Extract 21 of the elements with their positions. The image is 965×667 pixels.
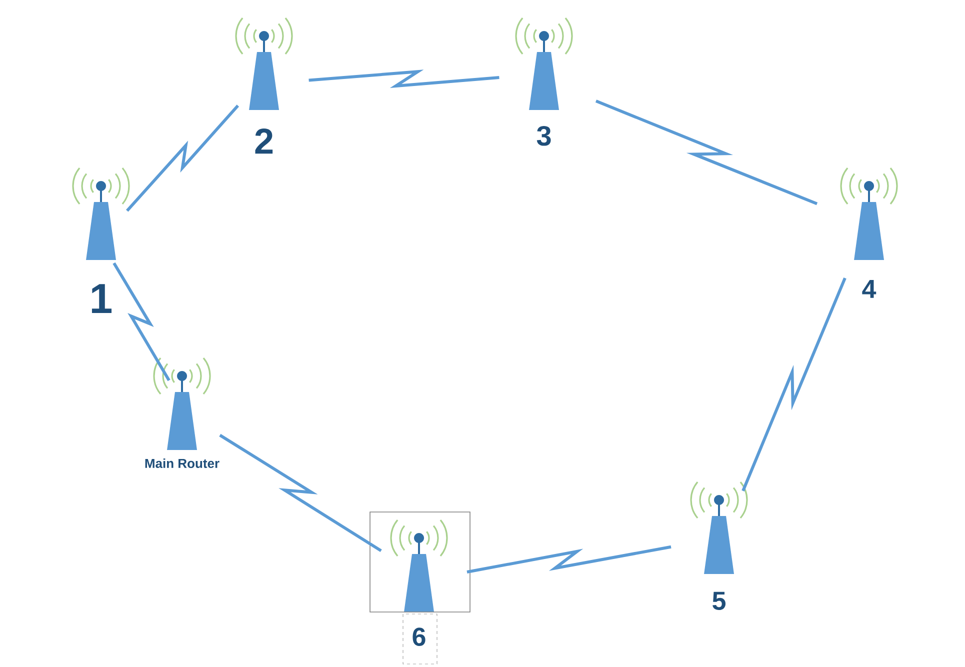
node-label: 5 xyxy=(712,592,726,610)
radio-tower: 3 xyxy=(529,31,559,146)
lightning-link xyxy=(595,100,818,206)
lightning-link xyxy=(308,70,500,88)
lightning-link xyxy=(742,277,846,492)
node-label: 1 xyxy=(92,284,112,313)
radio-tower: 1 xyxy=(86,181,116,313)
lightning-link xyxy=(126,104,240,212)
node-label: 3 xyxy=(536,126,551,146)
lightning-link xyxy=(112,262,170,382)
node-label: 4 xyxy=(862,280,876,298)
lightning-link xyxy=(219,434,382,552)
radio-tower: Main Router xyxy=(145,371,220,468)
radio-tower: 4 xyxy=(854,181,884,298)
radio-tower: 5 xyxy=(704,495,734,610)
node-label: 2 xyxy=(255,128,273,154)
radio-tower: 6 xyxy=(370,512,470,664)
node-label: Main Router xyxy=(145,458,220,468)
radio-tower: 2 xyxy=(249,31,279,154)
node-label: 6 xyxy=(412,628,426,646)
lightning-link xyxy=(466,545,672,574)
